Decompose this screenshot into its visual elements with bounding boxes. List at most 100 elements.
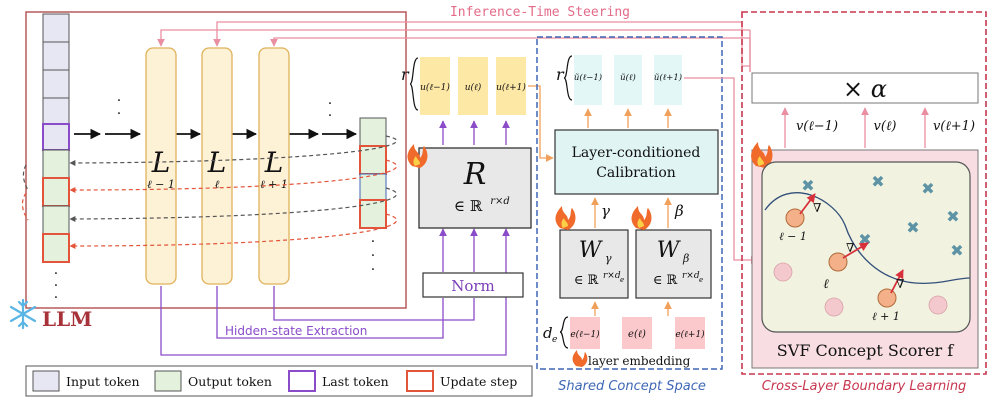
llm-border — [25, 11, 407, 309]
point-label-curr: ℓ — [823, 277, 829, 292]
legend-swatch-last — [288, 370, 316, 392]
flame-icon-wbeta — [631, 206, 652, 230]
svg-text:·: · — [371, 248, 375, 264]
nabla-curr: ∇ — [846, 241, 854, 255]
flame-icon-embed — [572, 350, 588, 367]
svg-text:·: · — [328, 108, 332, 124]
forward-arrows: · · · · — [74, 93, 358, 140]
ut-r-label: r — [556, 65, 565, 84]
point-label-next: ℓ + 1 — [872, 310, 900, 323]
nabla-next: ∇ — [896, 277, 904, 291]
svg-text:·: · — [371, 234, 375, 250]
layer-block-prev: L ℓ − 1 — [145, 47, 177, 285]
svg-text:·: · — [54, 290, 58, 306]
layer-next-main: L — [264, 146, 284, 179]
decision-boundary — [764, 192, 971, 285]
w-gamma-supsub: e — [620, 276, 624, 284]
u-prev: u(ℓ−1) — [420, 82, 450, 93]
v-prev: v(ℓ−1) — [796, 119, 838, 134]
hidden-extraction-label: Hidden-state Extraction — [225, 324, 367, 338]
w-gamma-main: W — [579, 238, 604, 263]
svg-text:✖: ✖ — [921, 179, 934, 198]
legend-box — [25, 365, 533, 397]
layer-points — [785, 193, 904, 308]
r-block — [418, 147, 532, 229]
ut-brace — [563, 55, 573, 101]
layer-prev-sub: ℓ − 1 — [147, 178, 175, 191]
legend-label-update: Update step — [440, 374, 517, 389]
calibration-box — [554, 129, 719, 195]
nabla-prev: ∇ — [813, 201, 821, 215]
layer-next-sub: ℓ + 1 — [260, 178, 288, 191]
v-arrows — [781, 107, 929, 148]
svg-text:·: · — [54, 278, 58, 294]
w-beta-main: W — [657, 238, 682, 263]
r-block-sup: r×d — [490, 196, 510, 207]
calibration-line2: Calibration — [596, 165, 676, 181]
r-block-sub: ∈ ℝ — [454, 197, 483, 215]
feedback-loops — [21, 135, 398, 249]
svg-text:✖: ✖ — [801, 176, 814, 195]
svg-text:·: · — [371, 262, 375, 278]
e-next: e(ℓ+1) — [675, 329, 705, 340]
flame-icon-scorer — [751, 142, 773, 168]
shared-space-title: Shared Concept Space — [558, 379, 706, 394]
svg-text:✖: ✖ — [871, 172, 884, 191]
u-to-calibration — [528, 85, 554, 162]
u-brace — [409, 57, 419, 111]
gamma-label: γ — [601, 202, 610, 220]
w-gamma-box — [559, 229, 629, 299]
w-beta-sub: β — [682, 252, 689, 265]
u-curr: u(ℓ) — [465, 82, 482, 93]
scorer-label: SVF Concept Scorer f — [777, 341, 954, 360]
shared-space-border — [536, 36, 723, 370]
w-beta-dom: ∈ ℝ — [653, 273, 679, 288]
norm-label: Norm — [451, 277, 495, 295]
alpha-box — [751, 72, 979, 104]
w-gamma-dom: ∈ ℝ — [574, 273, 600, 288]
cross-layer-title: Cross-Layer Boundary Learning — [762, 379, 967, 394]
cross-markers: ✖ ✖ ✖ ✖ ✖ ✖ ✖ — [801, 172, 963, 260]
w-gamma-sub: γ — [605, 252, 612, 265]
svg-text:·: · — [117, 106, 121, 122]
svg-text:✖: ✖ — [950, 241, 963, 260]
point-label-prev: ℓ − 1 — [779, 230, 807, 243]
u-next: u(ℓ+1) — [496, 82, 526, 93]
svg-text:·: · — [117, 93, 121, 109]
svg-text:·: · — [54, 266, 58, 282]
flame-icon-wgamma — [555, 206, 576, 230]
layer-block-next: L ℓ + 1 — [258, 47, 290, 285]
u-vectors: u(ℓ−1) u(ℓ) u(ℓ+1) — [420, 57, 526, 115]
legend-label-input: Input token — [66, 374, 140, 389]
e-brace — [559, 316, 569, 349]
e-vectors: e(ℓ−1) e(ℓ) e(ℓ+1) — [570, 317, 705, 349]
layer-curr-sub: ℓ — [215, 178, 220, 191]
de-sub: e — [552, 335, 557, 345]
snowflake-icon — [9, 298, 37, 330]
calib-up-arrows — [584, 108, 672, 128]
norm-box — [422, 272, 524, 298]
ut-curr: ũ(ℓ) — [620, 72, 636, 83]
flame-icon-r — [407, 144, 428, 168]
steering-title: Inference-Time Steering — [450, 5, 630, 20]
u-r-label: r — [401, 65, 410, 84]
svg-text:✖: ✖ — [946, 207, 959, 226]
layer-block-curr: L ℓ — [201, 47, 233, 285]
legend-swatch-input — [32, 370, 60, 392]
token-column: · · · — [42, 13, 70, 306]
de-label: d — [543, 324, 553, 342]
legend-label-last: Last token — [322, 374, 389, 389]
legend-swatch-output — [154, 370, 182, 392]
layer-curr-main: L — [207, 146, 227, 179]
v-curr: v(ℓ) — [874, 119, 897, 134]
w-gamma-sup: r×d — [603, 271, 621, 281]
cross-layer-border — [741, 11, 987, 375]
legend-swatch-update — [406, 370, 434, 392]
r-block-main: R — [463, 157, 487, 192]
faint-points — [773, 262, 948, 317]
svg-text:✖: ✖ — [906, 218, 919, 237]
calibration-line1: Layer-conditioned — [572, 145, 701, 161]
output-token-column: · · · — [359, 117, 387, 278]
